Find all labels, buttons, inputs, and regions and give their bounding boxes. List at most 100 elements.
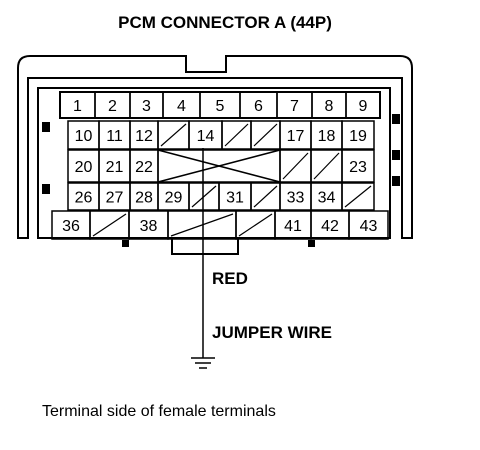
empty-cavity-slash <box>282 152 309 180</box>
terminal-cell: 2 <box>94 91 131 119</box>
terminal-number: 41 <box>284 218 302 235</box>
jumper-wire <box>191 148 215 369</box>
terminal-number: 33 <box>287 190 305 207</box>
terminal-number: 20 <box>75 159 93 176</box>
terminal-cell: 19 <box>341 120 375 150</box>
view-caption: Terminal side of female terminals <box>42 403 276 420</box>
terminal-cell: 4 <box>162 91 201 119</box>
empty-cavity-slash <box>160 123 187 147</box>
terminal-cell: 33 <box>279 182 312 211</box>
terminal-cell: 29 <box>157 182 190 211</box>
diagram-title: PCM CONNECTOR A (44P) <box>118 13 332 32</box>
empty-cavity-slash <box>170 213 234 237</box>
terminal-cell: 23 <box>341 149 375 183</box>
right-key-2 <box>392 150 400 160</box>
terminal-cell: 14 <box>188 120 223 150</box>
terminal-cell: 43 <box>348 210 389 240</box>
terminal-number: 19 <box>349 128 367 145</box>
terminal-number: 36 <box>62 218 80 235</box>
terminal-cell <box>310 149 343 183</box>
terminal-cell <box>341 182 375 211</box>
empty-cavity-slash <box>92 213 127 237</box>
terminal-number: 34 <box>318 190 336 207</box>
terminal-number: 29 <box>165 190 183 207</box>
empty-cavity-slash <box>238 213 273 237</box>
terminal-number: 1 <box>73 98 82 115</box>
empty-cavity-slash <box>191 185 217 208</box>
terminal-number: 17 <box>287 128 305 145</box>
terminal-number: 38 <box>140 218 158 235</box>
terminal-number: 3 <box>142 98 151 115</box>
terminal-cell: 31 <box>218 182 252 211</box>
terminal-cell <box>89 210 130 240</box>
terminal-cell: 36 <box>51 210 91 240</box>
terminal-number: 10 <box>75 128 93 145</box>
terminal-cell: 5 <box>199 91 241 119</box>
terminal-cell: 38 <box>128 210 169 240</box>
terminal-number: 6 <box>254 98 263 115</box>
terminal-cell: 26 <box>67 182 100 211</box>
terminal-number: 23 <box>349 159 367 176</box>
empty-cavity-slash <box>313 152 340 180</box>
terminal-number: 21 <box>106 159 124 176</box>
right-key-3 <box>392 176 400 186</box>
terminal-cell: 7 <box>276 91 313 119</box>
terminal-cell: 27 <box>98 182 131 211</box>
empty-cavity-slash <box>344 185 372 208</box>
terminal-cell <box>250 120 281 150</box>
terminal-cell <box>167 210 237 240</box>
terminal-cell <box>235 210 276 240</box>
right-key-1 <box>392 114 400 124</box>
terminal-cell <box>250 182 281 211</box>
terminal-cell: 20 <box>67 149 100 183</box>
terminal-cell: 12 <box>129 120 159 150</box>
terminal-cell: 21 <box>98 149 131 183</box>
terminal-cell: 8 <box>311 91 347 119</box>
empty-cavity-slash <box>253 123 278 147</box>
terminal-cell: 9 <box>345 91 381 119</box>
terminal-cell <box>221 120 252 150</box>
housing-keys <box>42 114 400 247</box>
empty-cavity-slash <box>224 123 249 147</box>
terminal-number: 22 <box>135 159 153 176</box>
terminal-cell: 28 <box>129 182 159 211</box>
empty-cavity-slash <box>253 185 278 208</box>
jumper-wire-label: JUMPER WIRE <box>212 323 332 342</box>
terminal-number: 4 <box>177 98 186 115</box>
terminal-number: 8 <box>325 98 334 115</box>
terminal-number: 18 <box>318 128 336 145</box>
terminal-cell: 10 <box>67 120 100 150</box>
terminal-number: 14 <box>197 128 215 145</box>
terminal-cell: 6 <box>239 91 278 119</box>
terminal-cell <box>188 182 220 211</box>
internal-cross-lines <box>157 149 281 183</box>
bottom-key-right <box>308 240 315 247</box>
terminal-cell: 22 <box>129 149 159 183</box>
terminal-cell: 18 <box>310 120 343 150</box>
terminal-number: 12 <box>135 128 153 145</box>
terminal-number: 27 <box>106 190 124 207</box>
terminal-number: 2 <box>108 98 117 115</box>
bottom-key-left <box>122 240 129 247</box>
terminal-number: 11 <box>106 128 123 145</box>
terminal-number: 5 <box>216 98 225 115</box>
left-key-upper <box>42 122 50 132</box>
locking-tab <box>171 238 239 255</box>
terminal-cell: 42 <box>310 210 350 240</box>
terminal-number: 42 <box>321 218 339 235</box>
cross-line-2 <box>157 149 281 183</box>
terminal-cell <box>157 120 190 150</box>
terminal-number: 43 <box>360 218 378 235</box>
terminal-cell: 34 <box>310 182 343 211</box>
terminal-number: 7 <box>290 98 299 115</box>
wire-color-label: RED <box>212 269 248 288</box>
terminal-cell <box>279 149 312 183</box>
terminal-cell: 1 <box>59 91 96 119</box>
terminal-number: 9 <box>359 98 368 115</box>
terminal-cell: 11 <box>98 120 131 150</box>
terminal-cell: 41 <box>274 210 312 240</box>
terminal-number: 28 <box>135 190 153 207</box>
terminal-number: 26 <box>75 190 93 207</box>
